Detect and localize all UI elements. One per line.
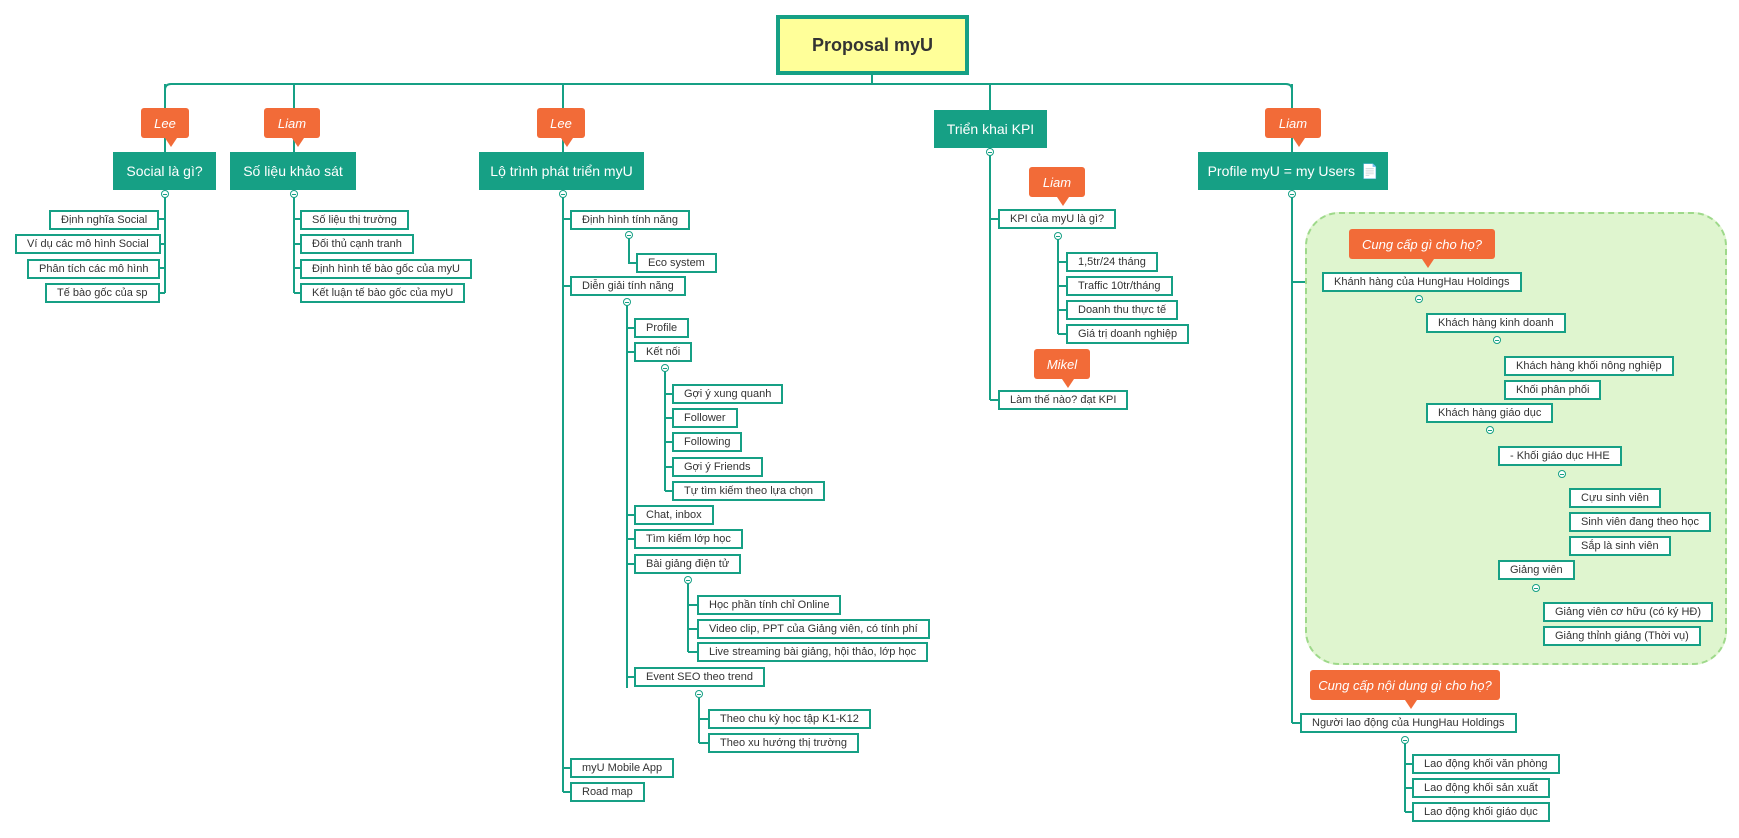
topic-node[interactable]: Ví dụ các mô hình Social <box>15 234 161 254</box>
topic-node[interactable]: Traffic 10tr/tháng <box>1066 276 1173 296</box>
collapse-toggle[interactable] <box>1558 470 1566 478</box>
topic-node[interactable]: Khách hàng giáo dục <box>1426 403 1554 423</box>
topic-node[interactable]: 1,5tr/24 tháng <box>1066 252 1158 272</box>
topic-node[interactable]: Học phần tính chỉ Online <box>697 595 842 615</box>
owner-label: Liam <box>1029 167 1085 206</box>
topic-node[interactable]: Diễn giải tính năng <box>570 276 686 296</box>
topic-node[interactable]: Lao động khối giáo dục <box>1412 802 1550 822</box>
topic-node[interactable]: Tìm kiếm lớp học <box>634 529 743 549</box>
topic-node[interactable]: Theo chu kỳ học tập K1-K12 <box>708 709 871 729</box>
branch-social[interactable]: Social là gì? <box>113 152 216 190</box>
topic-node[interactable]: Giá trị doanh nghiệp <box>1066 324 1190 344</box>
topic-node[interactable]: Profile <box>634 318 690 338</box>
topic-node[interactable]: Kết luận tế bào gốc của myU <box>300 283 466 303</box>
collapse-toggle[interactable] <box>986 148 994 156</box>
topic-node[interactable]: Event SEO theo trend <box>634 667 766 687</box>
topic-node[interactable]: Gợi ý xung quanh <box>672 384 784 404</box>
topic-node[interactable]: Người lao động của HungHau Holdings <box>1300 713 1517 733</box>
owner-label: Liam <box>1265 108 1321 147</box>
topic-node[interactable]: Tế bào gốc của sp <box>45 283 160 303</box>
owner-label: Mikel <box>1034 349 1090 388</box>
collapse-toggle[interactable] <box>1532 584 1540 592</box>
topic-node[interactable]: Gợi ý Friends <box>672 457 763 477</box>
collapse-toggle[interactable] <box>1288 190 1296 198</box>
branch-survey[interactable]: Số liệu khảo sát <box>230 152 356 190</box>
collapse-toggle[interactable] <box>559 190 567 198</box>
collapse-toggle[interactable] <box>625 231 633 239</box>
topic-node[interactable]: KPI của myU là gì? <box>998 209 1117 229</box>
topic-node[interactable]: myU Mobile App <box>570 758 675 778</box>
collapse-toggle[interactable] <box>1486 426 1494 434</box>
topic-node[interactable]: Sinh viên đang theo học <box>1569 512 1712 532</box>
collapse-toggle[interactable] <box>1415 295 1423 303</box>
collapse-toggle[interactable] <box>290 190 298 198</box>
topic-node[interactable]: Khách hàng kinh doanh <box>1426 313 1566 333</box>
callout: Cung cấp gì cho họ? <box>1349 229 1495 268</box>
collapse-toggle[interactable] <box>684 576 692 584</box>
topic-node[interactable]: Khánh hàng của HungHau Holdings <box>1322 272 1522 292</box>
collapse-toggle[interactable] <box>695 690 703 698</box>
branch-roadmap[interactable]: Lộ trình phát triển myU <box>479 152 644 190</box>
collapse-toggle[interactable] <box>623 298 631 306</box>
topic-node[interactable]: Giảng viên cơ hữu (có ký HĐ) <box>1543 602 1714 622</box>
topic-node[interactable]: Kết nối <box>634 342 693 362</box>
collapse-toggle[interactable] <box>161 190 169 198</box>
topic-node[interactable]: Road map <box>570 782 645 802</box>
branch-profile[interactable]: Profile myU = my Users 📄 <box>1198 152 1388 190</box>
topic-node[interactable]: Số liệu thị trường <box>300 210 409 230</box>
topic-node[interactable]: Khách hàng khối nông nghiệp <box>1504 356 1674 376</box>
topic-node[interactable]: Follower <box>672 408 738 428</box>
owner-label: Lee <box>537 108 585 147</box>
topic-node[interactable]: Đối thủ cạnh tranh <box>300 234 414 254</box>
collapse-toggle[interactable] <box>1493 336 1501 344</box>
topic-node[interactable]: Doanh thu thực tế <box>1066 300 1179 320</box>
collapse-toggle[interactable] <box>1054 232 1062 240</box>
branch-kpi[interactable]: Triển khai KPI <box>934 110 1047 148</box>
topic-node[interactable]: - Khối giáo dục HHE <box>1498 446 1622 466</box>
topic-node[interactable]: Cựu sinh viên <box>1569 488 1661 508</box>
topic-node[interactable]: Khối phân phối <box>1504 380 1602 400</box>
topic-node[interactable]: Chat, inbox <box>634 505 714 525</box>
topic-node[interactable]: Following <box>672 432 743 452</box>
document-icon: 📄 <box>1360 162 1379 179</box>
topic-node[interactable]: Theo xu hướng thị trường <box>708 733 859 753</box>
topic-node[interactable]: Định nghĩa Social <box>49 210 160 230</box>
topic-node[interactable]: Giảng thỉnh giảng (Thời vụ) <box>1543 626 1701 646</box>
root-topic[interactable]: Proposal myU <box>776 15 969 75</box>
collapse-toggle[interactable] <box>661 364 669 372</box>
topic-node[interactable]: Định hình tính năng <box>570 210 691 230</box>
topic-node[interactable]: Làm thế nào? đạt KPI <box>998 390 1129 410</box>
topic-node[interactable]: Eco system <box>636 253 717 273</box>
callout: Cung cấp nội dung gì cho họ? <box>1310 670 1500 709</box>
topic-node[interactable]: Phân tích các mô hình <box>27 259 161 279</box>
topic-node[interactable]: Live streaming bài giảng, hội thảo, lớp … <box>697 642 929 662</box>
collapse-toggle[interactable] <box>1401 736 1409 744</box>
topic-node[interactable]: Video clip, PPT của Giảng viên, có tính … <box>697 619 930 639</box>
owner-label: Lee <box>141 108 189 147</box>
topic-node[interactable]: Giảng viên <box>1498 560 1575 580</box>
topic-node[interactable]: Tự tìm kiếm theo lựa chọn <box>672 481 826 501</box>
topic-node[interactable]: Lao động khối sản xuất <box>1412 778 1550 798</box>
topic-node[interactable]: Bài giảng điện tử <box>634 554 742 574</box>
topic-node[interactable]: Lao động khối văn phòng <box>1412 754 1560 774</box>
topic-node[interactable]: Sắp là sinh viên <box>1569 536 1671 556</box>
owner-label: Liam <box>264 108 320 147</box>
topic-node[interactable]: Định hình tế bào gốc của myU <box>300 259 472 279</box>
